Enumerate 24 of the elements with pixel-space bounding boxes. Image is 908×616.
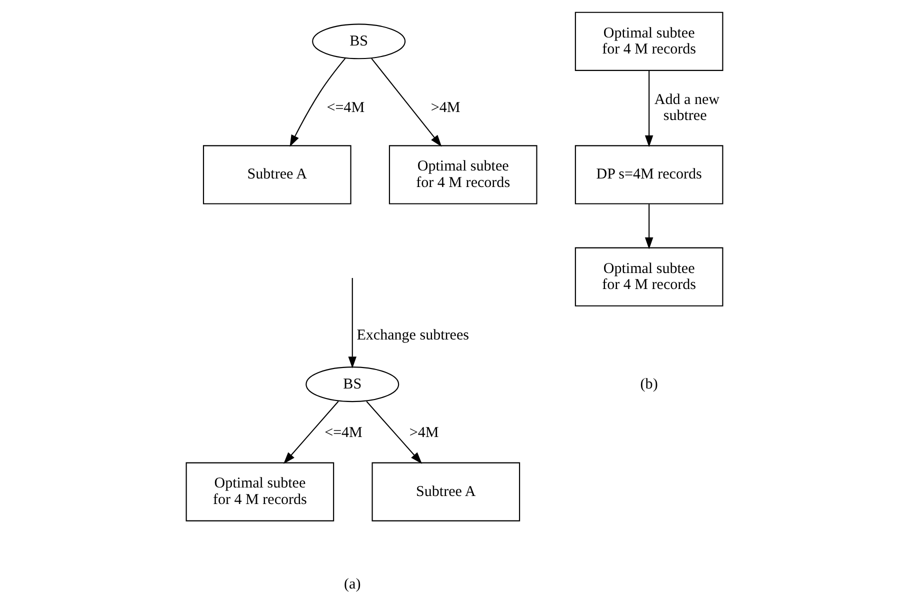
edge-label: >4M <box>408 425 438 442</box>
arrow <box>370 58 442 147</box>
node-box: Optimal subtee for 4 M records <box>388 145 537 204</box>
node-box: DP s=4M records <box>574 145 723 204</box>
arrow <box>644 70 653 148</box>
edge-label: Add a new subtree <box>654 92 720 124</box>
label: (b) <box>640 376 658 392</box>
edge-label: Exchange subtrees <box>356 327 468 344</box>
label: (a) <box>344 576 360 592</box>
node-box: Subtree A <box>371 462 520 522</box>
edge-label: <=4M <box>326 100 364 116</box>
edge-label: >4M <box>430 100 460 116</box>
node-box: Optimal subtee for 4 M records <box>574 12 723 71</box>
node-ellipse: BS <box>305 366 399 402</box>
edge-label: <=4M <box>324 425 362 442</box>
node-box: Optimal subtee for 4 M records <box>574 247 723 306</box>
arrow <box>282 401 338 464</box>
arrow <box>348 278 356 368</box>
node-ellipse: BS <box>312 24 406 60</box>
node-box: Optimal subtee for 4 M records <box>185 462 334 522</box>
node-box: Subtree A <box>202 145 351 204</box>
arrow <box>644 204 653 250</box>
arrow <box>289 58 346 147</box>
arrow <box>366 401 422 464</box>
